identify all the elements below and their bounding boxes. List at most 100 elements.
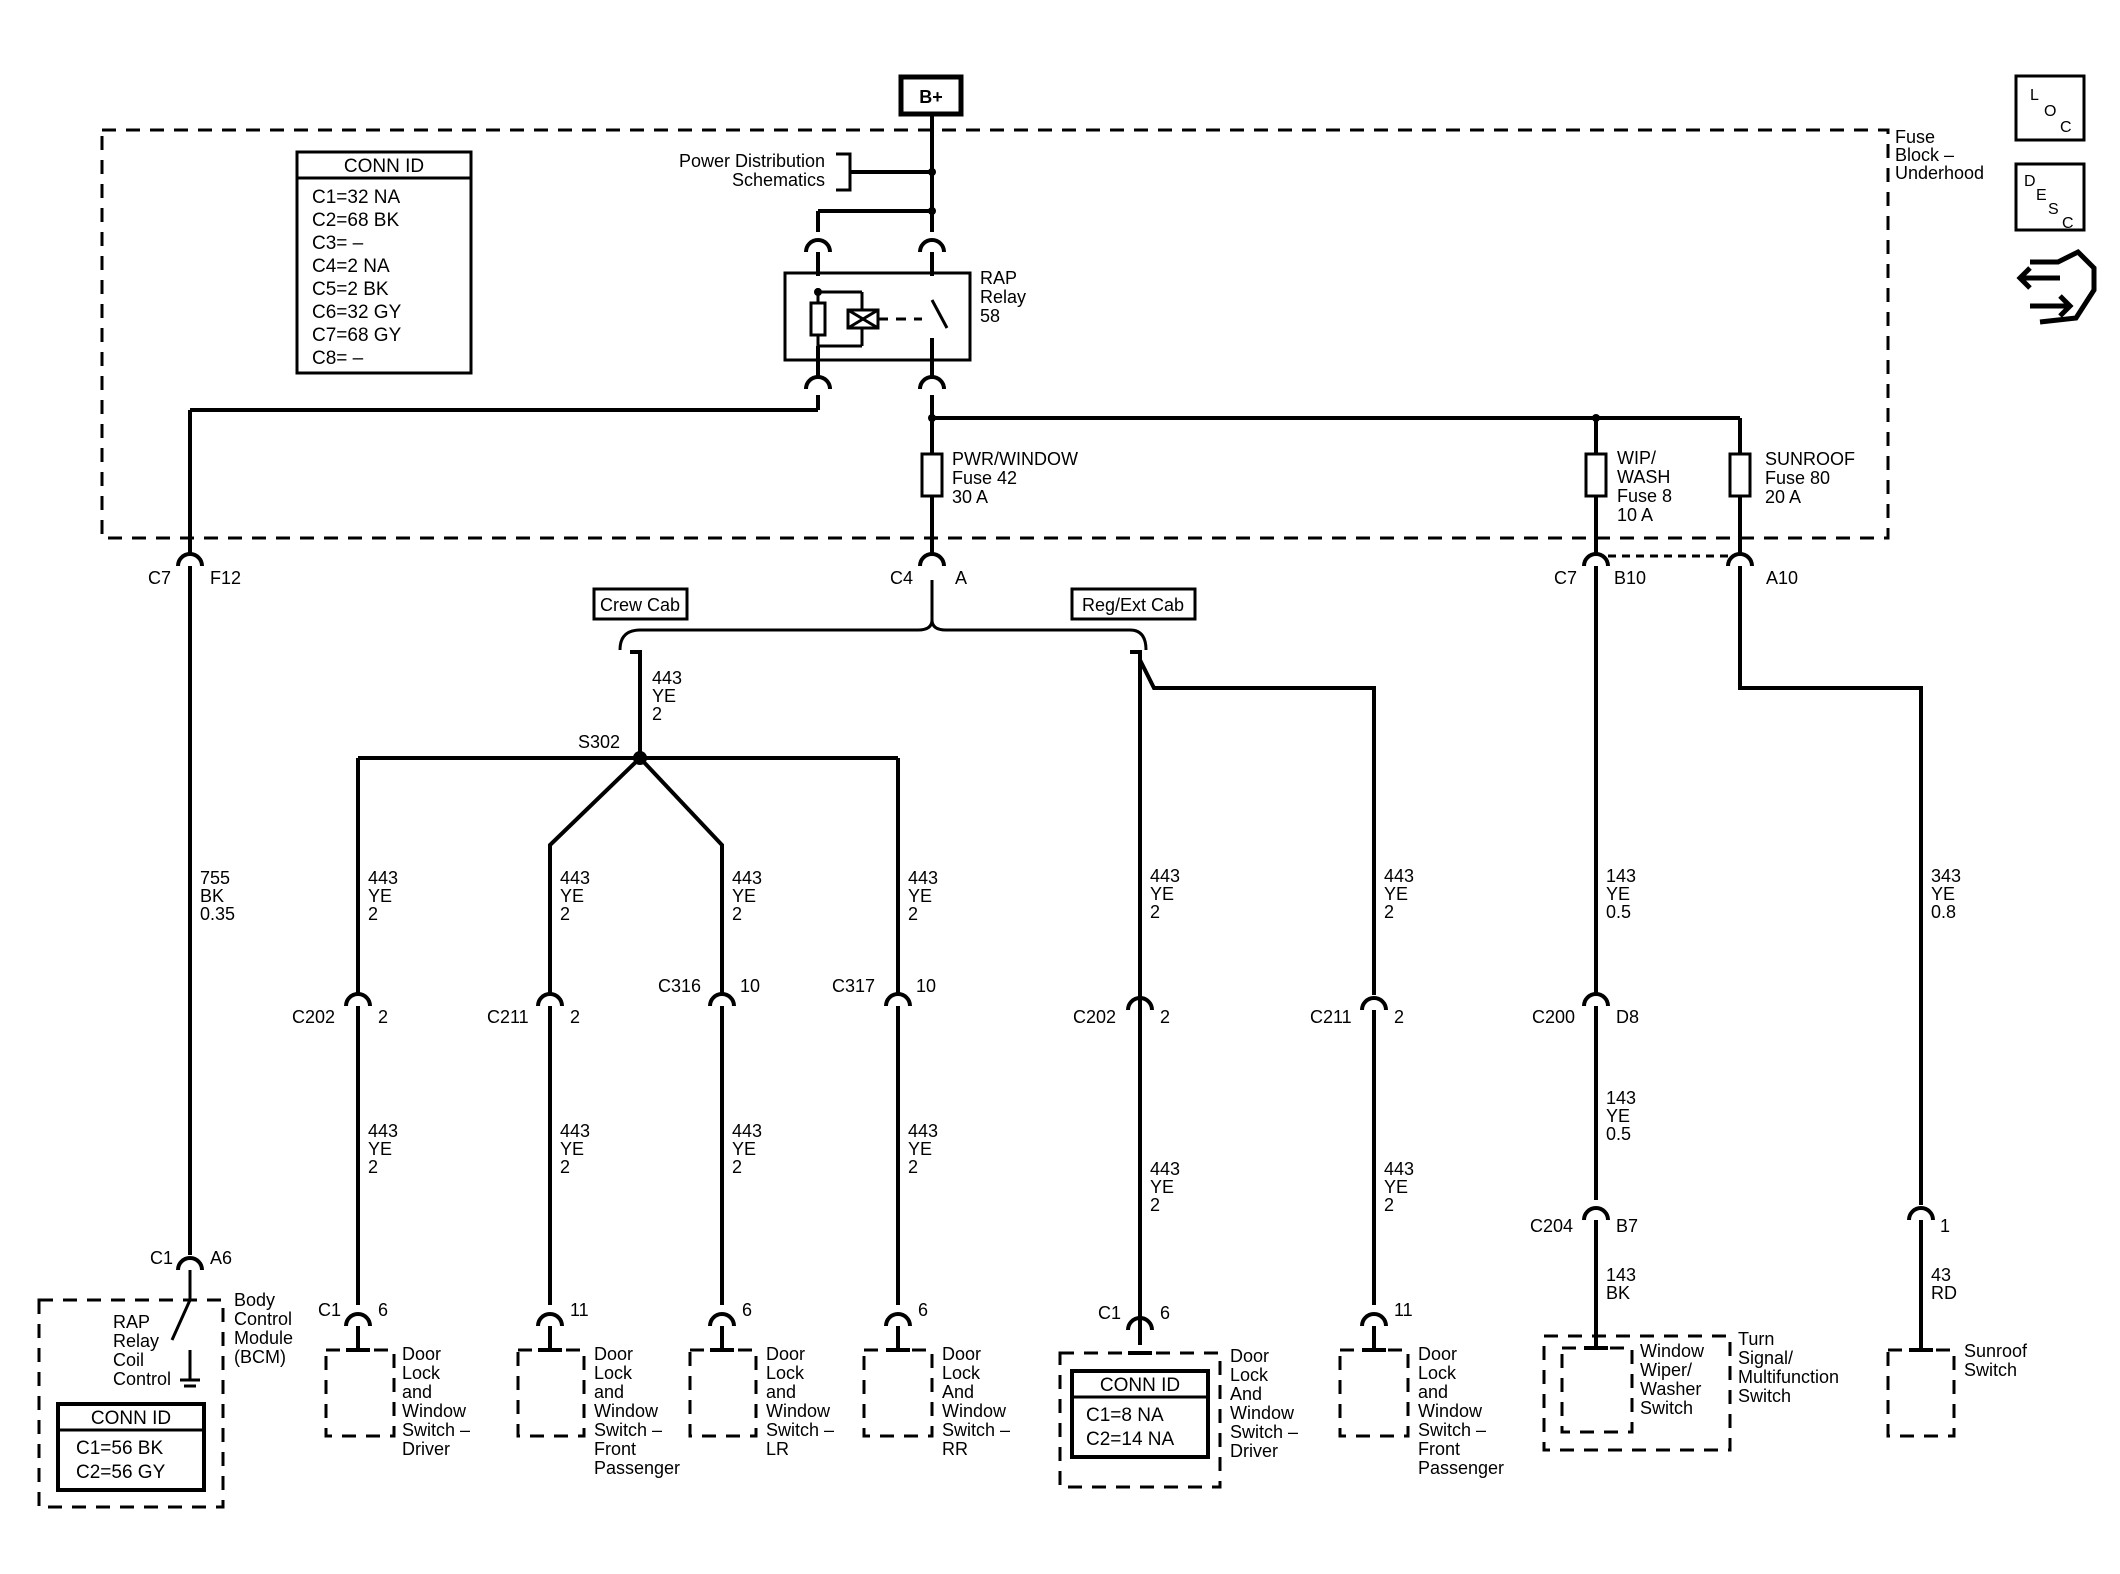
svg-text:Window: Window <box>594 1401 659 1421</box>
svg-text:2: 2 <box>1150 1195 1160 1215</box>
svg-text:Lock: Lock <box>766 1363 805 1383</box>
svg-text:LR: LR <box>766 1439 789 1459</box>
svg-text:Window: Window <box>1418 1401 1483 1421</box>
conn-c317-pin: 10 <box>916 976 936 996</box>
svg-text:58: 58 <box>980 306 1000 326</box>
door-switch-driver: C1 6 Door Lock and Window Switch – Drive… <box>318 1300 470 1459</box>
nav-arrows-icon[interactable] <box>2016 248 2097 325</box>
svg-text:YE: YE <box>732 886 756 906</box>
svg-text:C2=56 GY: C2=56 GY <box>76 1462 166 1483</box>
bplus-wires <box>816 114 934 232</box>
svg-text:C1: C1 <box>318 1300 341 1320</box>
door-switch-front-passenger: 11 Door Lock and Window Switch – Front P… <box>516 1300 680 1478</box>
svg-text:YE: YE <box>732 1139 756 1159</box>
fuse-80-icon <box>1728 452 1752 498</box>
svg-text:YE: YE <box>1384 884 1408 904</box>
wire-label-343: 343 YE 0.8 <box>1931 866 1961 922</box>
svg-text:Door: Door <box>1230 1346 1269 1366</box>
power-dist-label: Power Distribution Schematics <box>679 151 825 190</box>
door-switch-rr: 6 Door Lock And Window Switch – RR <box>862 1300 1010 1459</box>
wire-label-443-top: 443 YE 2 <box>652 668 682 724</box>
svg-text:C: C <box>2062 215 2074 232</box>
svg-text:443: 443 <box>1384 1159 1414 1179</box>
rap-relay <box>783 238 972 391</box>
svg-text:and: and <box>1418 1382 1448 1402</box>
fuse-80-label: SUNROOF Fuse 80 20 A <box>1765 449 1855 507</box>
door-switch-lr: 6 Door Lock and Window Switch – LR <box>688 1300 834 1459</box>
conn-c316-pin: 10 <box>740 976 760 996</box>
loc-icon[interactable]: L O C <box>2014 74 2086 142</box>
svg-text:YE: YE <box>908 886 932 906</box>
conn-c202b: C202 <box>1073 1007 1116 1027</box>
splice-s302 <box>633 751 647 765</box>
svg-text:Lock: Lock <box>594 1363 633 1383</box>
svg-text:Window: Window <box>1230 1403 1295 1423</box>
svg-text:Lock: Lock <box>942 1363 981 1383</box>
conn-row: C7=68 GY <box>312 325 402 346</box>
svg-text:and: and <box>402 1382 432 1402</box>
svg-text:SUNROOF: SUNROOF <box>1765 449 1855 469</box>
svg-text:C1: C1 <box>1098 1303 1121 1323</box>
sunroof-switch: Sunroof Switch <box>1886 1341 2028 1438</box>
bcm-label: Body Control Module (BCM) <box>234 1290 293 1367</box>
svg-text:Lock: Lock <box>1418 1363 1457 1383</box>
svg-text:B+: B+ <box>919 87 943 107</box>
wire-label-443: 443 YE 2 <box>1384 866 1414 922</box>
conn-c4-a: C4 <box>890 568 913 588</box>
svg-text:Door: Door <box>402 1344 441 1364</box>
svg-text:2: 2 <box>732 904 742 924</box>
svg-text:Relay: Relay <box>980 287 1026 307</box>
wire-label-143: 143 YE 0.5 <box>1606 866 1636 922</box>
svg-text:Body: Body <box>234 1290 275 1310</box>
svg-text:Switch –: Switch – <box>402 1420 470 1440</box>
svg-text:Washer: Washer <box>1640 1379 1701 1399</box>
crew-cab-wires <box>356 650 900 995</box>
svg-text:Switch: Switch <box>1738 1386 1791 1406</box>
rap-relay-label: RAP Relay 58 <box>980 268 1026 326</box>
svg-text:O: O <box>2044 103 2056 120</box>
conn-c211: C211 <box>487 1007 529 1027</box>
svg-text:143: 143 <box>1606 1265 1636 1285</box>
svg-text:2: 2 <box>368 1157 378 1177</box>
conn-c7-b10: C7 <box>1554 568 1577 588</box>
svg-text:WASH: WASH <box>1617 467 1670 487</box>
svg-text:Signal/: Signal/ <box>1738 1348 1793 1368</box>
svg-text:Block –: Block – <box>1895 145 1954 165</box>
svg-text:Window: Window <box>942 1401 1007 1421</box>
option-reg-ext-cab: Reg/Ext Cab <box>1070 587 1197 621</box>
conn-c202b-pin: 2 <box>1160 1007 1170 1027</box>
desc-icon[interactable]: D E S C <box>2014 162 2086 232</box>
fuse-block-boundary <box>100 128 1890 540</box>
svg-text:143: 143 <box>1606 1088 1636 1108</box>
svg-text:YE: YE <box>368 886 392 906</box>
svg-text:Switch –: Switch – <box>594 1420 662 1440</box>
svg-text:Fuse 42: Fuse 42 <box>952 468 1017 488</box>
svg-text:2: 2 <box>560 904 570 924</box>
svg-text:2: 2 <box>560 1157 570 1177</box>
svg-text:443: 443 <box>1150 866 1180 886</box>
svg-text:Control: Control <box>113 1369 171 1389</box>
svg-text:Coil: Coil <box>113 1350 144 1370</box>
conn-c211b-pin: 2 <box>1394 1007 1404 1027</box>
svg-text:Relay: Relay <box>113 1331 159 1351</box>
svg-text:11: 11 <box>1394 1300 1413 1320</box>
conn-row: C2=68 BK <box>312 210 399 231</box>
svg-text:YE: YE <box>1150 884 1174 904</box>
svg-text:Window: Window <box>402 1401 467 1421</box>
svg-text:6: 6 <box>378 1300 388 1320</box>
bplus-box: B+ <box>898 74 964 117</box>
svg-text:Driver: Driver <box>1230 1441 1278 1461</box>
svg-text:Switch –: Switch – <box>1230 1422 1298 1442</box>
conn-row: C8= – <box>312 348 364 369</box>
fuse-42-icon <box>920 452 944 498</box>
svg-text:Driver: Driver <box>402 1439 450 1459</box>
svg-text:RAP: RAP <box>113 1312 150 1332</box>
svg-text:2: 2 <box>1384 1195 1394 1215</box>
svg-text:443: 443 <box>908 868 938 888</box>
svg-text:Window: Window <box>766 1401 831 1421</box>
